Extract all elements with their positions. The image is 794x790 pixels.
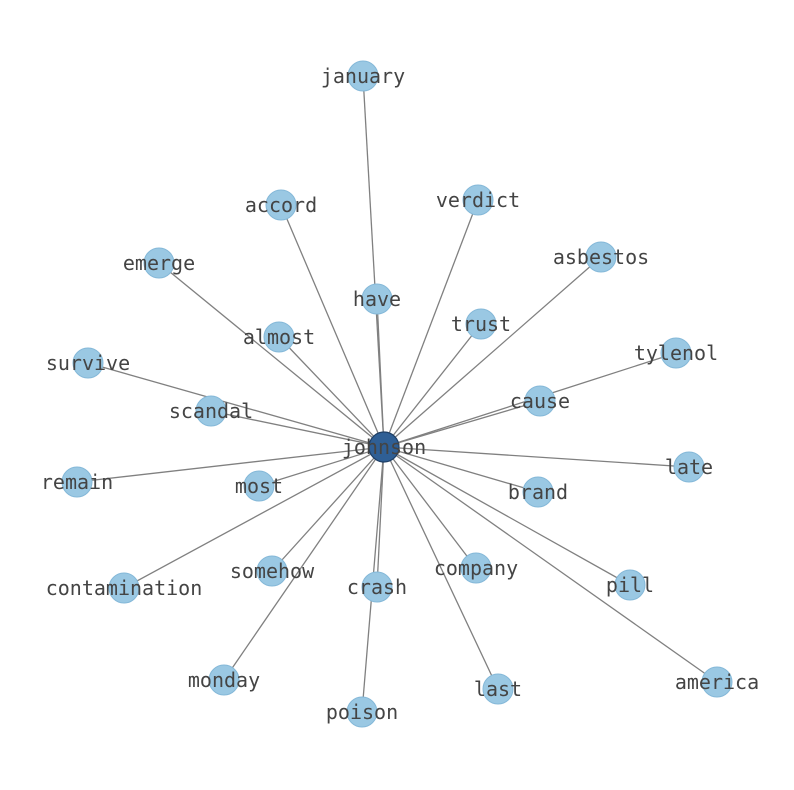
label-brand: brand xyxy=(508,480,568,504)
label-tylenol: tylenol xyxy=(634,341,718,365)
node-late xyxy=(673,451,705,483)
label-scandal: scandal xyxy=(169,399,253,423)
edge-johnson-pill xyxy=(383,446,631,586)
edge-johnson-survive xyxy=(87,362,385,448)
node-brand xyxy=(522,476,554,508)
node-somehow xyxy=(256,555,288,587)
node-accord xyxy=(265,189,297,221)
edge-johnson-verdict xyxy=(383,199,479,448)
edge-johnson-contamination xyxy=(123,446,385,589)
edges-layer xyxy=(76,75,718,713)
label-late: late xyxy=(665,455,713,479)
label-america: america xyxy=(675,670,759,694)
edge-johnson-emerge xyxy=(158,262,385,448)
label-survive: survive xyxy=(46,351,130,375)
label-accord: accord xyxy=(245,193,317,217)
edge-johnson-remain xyxy=(76,446,385,483)
edge-johnson-trust xyxy=(383,323,482,448)
edge-johnson-have xyxy=(376,298,385,448)
node-remain xyxy=(61,466,93,498)
node-january xyxy=(347,60,379,92)
edge-johnson-asbestos xyxy=(383,256,602,448)
edge-johnson-company xyxy=(383,446,477,569)
node-last xyxy=(482,673,514,705)
label-somehow: somehow xyxy=(230,559,315,583)
node-crash xyxy=(361,571,393,603)
label-monday: monday xyxy=(188,668,260,692)
label-crash: crash xyxy=(347,575,407,599)
label-have: have xyxy=(353,287,401,311)
label-poison: poison xyxy=(326,700,398,724)
node-asbestos xyxy=(585,241,617,273)
node-survive xyxy=(72,347,104,379)
label-most: most xyxy=(235,474,283,498)
edge-johnson-america xyxy=(383,446,718,683)
nodes-layer xyxy=(61,60,733,728)
label-trust: trust xyxy=(451,312,511,336)
edge-johnson-somehow xyxy=(271,446,385,572)
label-asbestos: asbestos xyxy=(553,245,649,269)
node-company xyxy=(460,552,492,584)
node-almost xyxy=(263,321,295,353)
edge-johnson-brand xyxy=(383,446,539,493)
label-emerge: emerge xyxy=(123,251,195,275)
edge-johnson-most xyxy=(258,446,385,487)
edge-johnson-crash xyxy=(376,446,385,588)
edge-johnson-scandal xyxy=(210,410,385,448)
label-almost: almost xyxy=(243,325,315,349)
edge-johnson-almost xyxy=(278,336,385,448)
node-most xyxy=(243,470,275,502)
node-trust xyxy=(465,308,497,340)
labels-layer: january accord verdict emerge asbestos have tr… xyxy=(41,64,759,724)
node-cause xyxy=(524,385,556,417)
label-johnson-center: johnson xyxy=(342,435,426,459)
edge-johnson-accord xyxy=(280,204,385,448)
node-scandal xyxy=(195,395,227,427)
label-cause: cause xyxy=(510,389,570,413)
label-company: company xyxy=(434,556,518,580)
node-contamination xyxy=(108,572,140,604)
node-johnson-center xyxy=(368,431,400,463)
label-pill: pill xyxy=(606,573,654,597)
node-emerge xyxy=(143,247,175,279)
node-verdict xyxy=(462,184,494,216)
label-remain: remain xyxy=(41,470,113,494)
label-verdict: verdict xyxy=(436,188,520,212)
edge-johnson-monday xyxy=(223,446,385,681)
label-contamination: contamination xyxy=(46,576,203,600)
edge-johnson-last xyxy=(383,446,499,690)
node-pill xyxy=(614,569,646,601)
node-monday xyxy=(208,664,240,696)
edge-johnson-cause xyxy=(383,400,541,448)
edge-johnson-late xyxy=(383,446,690,468)
node-have xyxy=(361,283,393,315)
label-january: january xyxy=(321,64,405,88)
node-poison xyxy=(346,696,378,728)
node-tylenol xyxy=(660,337,692,369)
node-america xyxy=(701,666,733,698)
label-last: last xyxy=(474,677,522,701)
